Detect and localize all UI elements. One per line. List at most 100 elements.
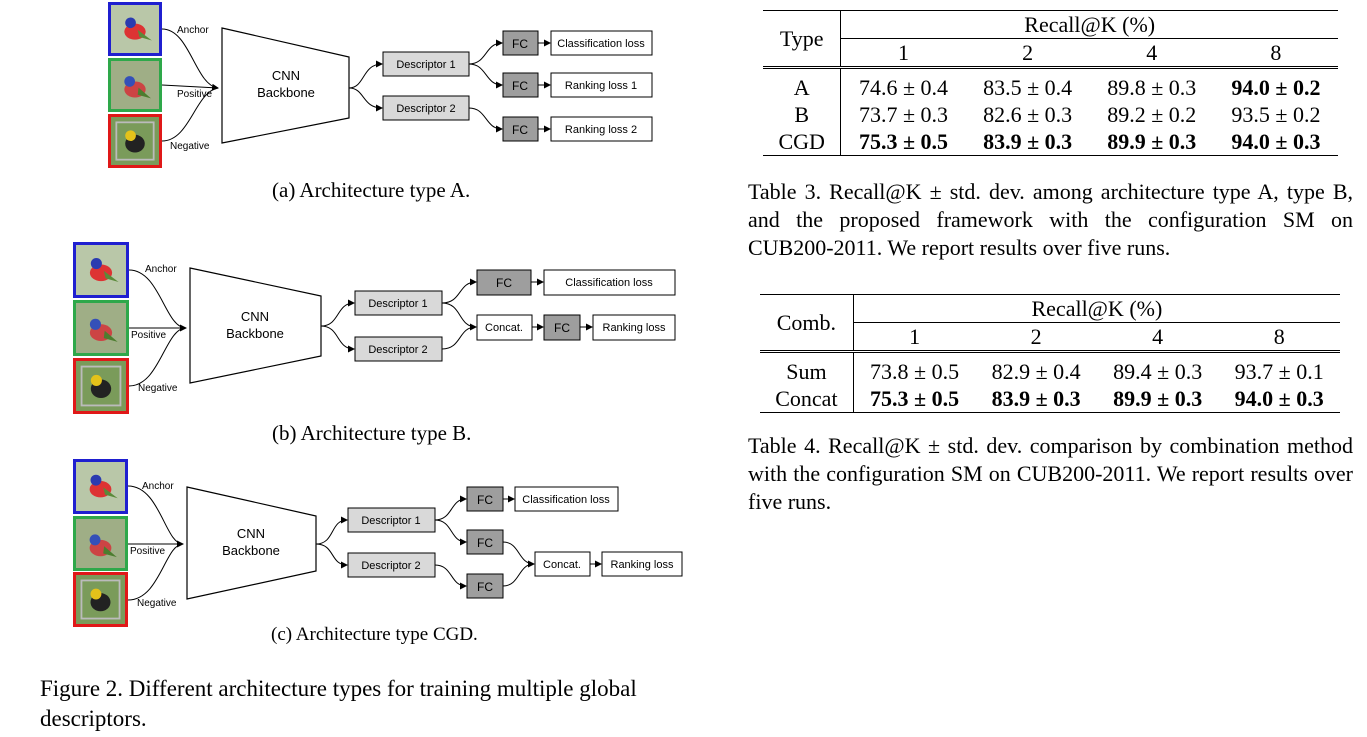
descriptor-2-box	[347, 552, 436, 578]
table-4-caption: Table 4. Recall@K ± std. dev. comparison…	[748, 433, 1353, 514]
anchor-label: Anchor	[145, 264, 177, 275]
fc-label: FC	[496, 276, 512, 290]
descriptor-1-box	[347, 507, 436, 533]
table-row: Sum 73.8 ± 0.5 82.9 ± 0.4 89.4 ± 0.3 93.…	[760, 351, 1340, 385]
fc-box	[502, 116, 539, 142]
loss-box	[550, 72, 653, 98]
descriptor-2-box	[382, 95, 470, 121]
descriptor-2-label: Descriptor 2	[361, 560, 420, 572]
backbone-label: CNN	[272, 68, 300, 83]
backbone-label: CNN	[237, 526, 265, 541]
bird-icon	[76, 303, 126, 353]
positive-image	[73, 516, 128, 571]
fc-box	[476, 269, 532, 296]
fc-box	[466, 573, 504, 599]
positive-image	[73, 300, 129, 356]
row-label: Sum	[760, 351, 854, 385]
loss-box	[601, 551, 683, 577]
concat-label: Concat.	[543, 559, 581, 571]
fc-box	[466, 486, 504, 512]
positive-label: Positive	[130, 546, 165, 557]
descriptor-2-box	[354, 336, 443, 362]
diagram-a: Anchor Positive Negative CNN Backbone De…	[0, 0, 740, 180]
k-header: 1	[909, 324, 921, 349]
table-cell: 89.4 ± 0.3	[1113, 359, 1203, 384]
table-cell: 75.3 ± 0.5	[858, 129, 949, 154]
classification-loss-label: Classification loss	[557, 38, 645, 50]
table-row: B 73.7 ± 0.3 82.6 ± 0.3 89.2 ± 0.2 93.5 …	[763, 101, 1338, 128]
k-header: 2	[1022, 40, 1034, 65]
fc-label: FC	[512, 37, 528, 51]
descriptor-2-label: Descriptor 2	[368, 344, 427, 356]
table-cell: 89.8 ± 0.3	[1107, 75, 1197, 100]
table-cell: 94.0 ± 0.2	[1231, 75, 1321, 100]
diagram-a-connectors: Anchor Positive Negative CNN Backbone De…	[161, 25, 653, 152]
loss-box	[550, 116, 653, 142]
bird-icon	[111, 117, 159, 165]
bird-icon	[111, 5, 159, 53]
table-cell: 94.0 ± 0.3	[1234, 386, 1324, 411]
table-cell: 74.6 ± 0.4	[858, 75, 949, 100]
concat-label: Concat.	[485, 322, 523, 334]
negative-label: Negative	[138, 383, 178, 394]
fc-label: FC	[512, 123, 528, 137]
k-header: 4	[1152, 324, 1164, 349]
cnn-backbone	[186, 486, 317, 600]
fc-label: FC	[477, 536, 493, 550]
positive-label: Positive	[131, 330, 166, 341]
fc-label: FC	[477, 580, 493, 594]
loss-box	[550, 30, 653, 56]
table-cell: 83.5 ± 0.4	[983, 75, 1073, 100]
table-4: Comb. Recall@K (%) 1 2 4 8 Sum 73.8 ± 0.…	[760, 294, 1340, 413]
diagram-b: Anchor Positive Negative CNN Backbone De…	[0, 240, 740, 415]
caption-b: (b) Architecture type B.	[272, 421, 472, 445]
table-4-group-header: Recall@K (%)	[853, 294, 1340, 323]
anchor-image	[73, 459, 128, 514]
table-3-group-header: Recall@K (%)	[840, 10, 1338, 39]
ranking-loss-1-label: Ranking loss 1	[565, 80, 637, 92]
negative-image	[73, 572, 128, 627]
k-header: 8	[1273, 324, 1285, 349]
cnn-backbone	[221, 27, 350, 144]
caption-a: (a) Architecture type A.	[272, 178, 471, 202]
row-label: A	[763, 67, 842, 101]
bird-icon	[76, 575, 125, 624]
descriptor-1-label: Descriptor 1	[368, 298, 427, 310]
anchor-label: Anchor	[142, 481, 174, 492]
ranking-loss-2-label: Ranking loss 2	[565, 124, 637, 136]
descriptor-1-label: Descriptor 1	[361, 515, 420, 527]
fc-label: FC	[554, 321, 570, 335]
diagram-c: Anchor Positive Negative CNN Backbone De…	[0, 458, 740, 628]
loss-box	[543, 269, 676, 296]
table-3-type-header: Type	[763, 10, 842, 68]
negative-label: Negative	[170, 141, 210, 152]
caption-c: (c) Architecture type CGD.	[271, 624, 478, 645]
table-cell: 83.9 ± 0.3	[983, 129, 1073, 154]
descriptor-2-label: Descriptor 2	[396, 103, 455, 115]
classification-loss-label: Classification loss	[565, 277, 653, 289]
anchor-image	[73, 242, 129, 298]
table-3-caption: Table 3. Recall@K ± std. dev. among arch…	[748, 179, 1353, 260]
diagram-c-connectors: Anchor Positive Negative CNN Backbone De…	[127, 481, 683, 609]
k-header: 1	[897, 40, 909, 65]
fc-box	[543, 314, 581, 341]
table-cell: 82.6 ± 0.3	[983, 102, 1073, 127]
table-cell: 93.5 ± 0.2	[1231, 102, 1321, 127]
table-row: CGD 75.3 ± 0.5 83.9 ± 0.3 89.9 ± 0.3 94.…	[763, 128, 1338, 156]
backbone-label: Backbone	[257, 85, 315, 100]
ranking-loss-label: Ranking loss	[611, 559, 674, 571]
descriptor-1-label: Descriptor 1	[396, 59, 455, 71]
table-cell: 89.2 ± 0.2	[1107, 102, 1197, 127]
cnn-backbone	[189, 267, 322, 384]
fc-box	[502, 72, 539, 98]
table-row: A 74.6 ± 0.4 83.5 ± 0.4 89.8 ± 0.3 94.0 …	[763, 67, 1338, 101]
positive-label: Positive	[177, 89, 212, 100]
anchor-image	[108, 2, 162, 56]
bird-icon	[76, 462, 125, 511]
bird-icon	[76, 361, 126, 411]
figure-2-caption: Figure 2. Different architecture types f…	[40, 676, 637, 731]
negative-image	[108, 114, 162, 168]
row-label: Concat	[760, 385, 854, 413]
table-cell: 89.9 ± 0.3	[1113, 386, 1203, 411]
table-cell: 93.7 ± 0.1	[1234, 359, 1324, 384]
